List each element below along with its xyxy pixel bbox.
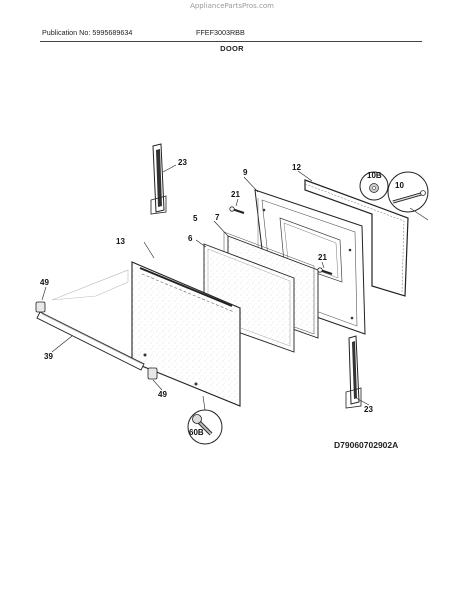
- screw-inset: [187, 395, 223, 445]
- callout-5: 5: [193, 214, 198, 223]
- callout-60b: 60B: [189, 428, 204, 437]
- floor-outline: [51, 269, 129, 301]
- outer-door-panel: [131, 261, 241, 407]
- callout-39: 39: [44, 352, 53, 361]
- callout-10: 10: [395, 181, 404, 190]
- header-rule: [40, 41, 422, 42]
- diagram-code: D79060702902A: [334, 440, 399, 450]
- section-title: DOOR: [220, 44, 244, 53]
- model-number: FFEF3003RBB: [196, 28, 245, 37]
- callout-7: 7: [215, 213, 220, 222]
- callout-23-upper: 23: [178, 158, 187, 167]
- callout-10b: 10B: [367, 171, 382, 180]
- publication-number: Publication No: 5995689634: [42, 28, 133, 37]
- callout-6: 6: [188, 234, 193, 243]
- hinge-upper: [150, 143, 167, 215]
- site-url: AppliancePartsPros.com: [190, 2, 274, 10]
- callout-21-upper: 21: [231, 190, 240, 199]
- leader-lines: [41, 164, 370, 406]
- callout-12: 12: [292, 163, 301, 172]
- callout-49-left: 49: [40, 278, 49, 287]
- callout-23-lower: 23: [364, 405, 373, 414]
- screw-lower: [317, 267, 333, 275]
- callout-49-right: 49: [158, 390, 167, 399]
- callout-21-lower: 21: [318, 253, 327, 262]
- callout-9: 9: [243, 168, 248, 177]
- washer-inset: [359, 171, 389, 201]
- handle-end-cap-left: [35, 301, 46, 313]
- callout-13: 13: [116, 237, 125, 246]
- hinge-lower: [345, 335, 362, 409]
- handle-end-cap-right: [147, 367, 158, 380]
- hinge-pin-inset: [387, 171, 429, 221]
- door-handle: [36, 311, 145, 371]
- door-gasket: [304, 179, 409, 297]
- screw-upper: [229, 206, 245, 214]
